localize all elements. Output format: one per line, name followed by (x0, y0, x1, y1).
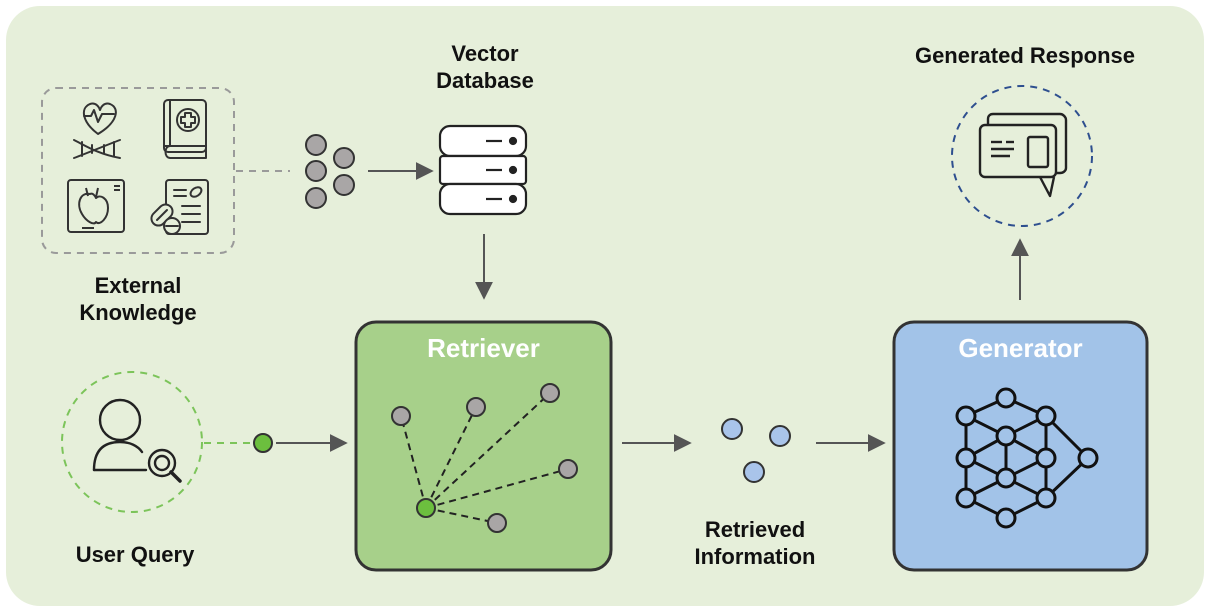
retrieved-dot (721, 418, 743, 440)
external-knowledge-label-line1: External (94, 273, 182, 298)
retrieved-candidate-node (540, 383, 560, 403)
user-query-circle (61, 371, 203, 513)
retrieved-candidate-node (487, 513, 507, 533)
vector-database-label-line2: Database (436, 68, 534, 93)
vector-database-label: Vector Database (400, 40, 570, 94)
retrieved-information-label-line1: Retrieved (704, 517, 806, 542)
generator-title: Generator (958, 333, 1083, 363)
vector-dot (333, 174, 355, 196)
heart-dna-icon (73, 102, 121, 159)
vector-dot (305, 160, 327, 182)
generated-response-label: Generated Response (914, 43, 1136, 68)
response-circle (951, 85, 1093, 227)
database-icon (438, 124, 528, 216)
chat-document-icon (978, 112, 1068, 198)
vector-dot (305, 134, 327, 156)
retrieved-dot (743, 461, 765, 483)
user-query-label: User Query (75, 542, 195, 567)
external-knowledge-label-line2: Knowledge (79, 300, 197, 325)
vector-dot (305, 187, 327, 209)
embedding-vectors (305, 134, 355, 209)
retrieved-candidate-node (466, 397, 486, 417)
generator-box (892, 320, 1149, 572)
heart-scan-icon (67, 179, 125, 233)
neural-network-icon (955, 387, 1099, 529)
retrieved-candidate-node (391, 406, 411, 426)
retrieved-information-label-line2: Information (694, 544, 816, 569)
vector-database-label-line1: Vector (451, 41, 519, 66)
vector-dot (333, 147, 355, 169)
retriever-graph (391, 383, 578, 533)
query-embedding-node (253, 433, 273, 453)
prescription-icon (150, 179, 209, 235)
external-knowledge-label: External Knowledge (48, 272, 228, 326)
medical-book-icon (163, 99, 207, 159)
query-node (416, 498, 436, 518)
retrieved-vectors (721, 418, 791, 483)
retrieved-information-label: Retrieved Information (665, 516, 845, 570)
user-search-icon (92, 398, 182, 483)
retriever-title: Retriever (427, 333, 540, 363)
retrieved-dot (769, 425, 791, 447)
external-knowledge-box (41, 87, 235, 254)
retrieved-candidate-node (558, 459, 578, 479)
